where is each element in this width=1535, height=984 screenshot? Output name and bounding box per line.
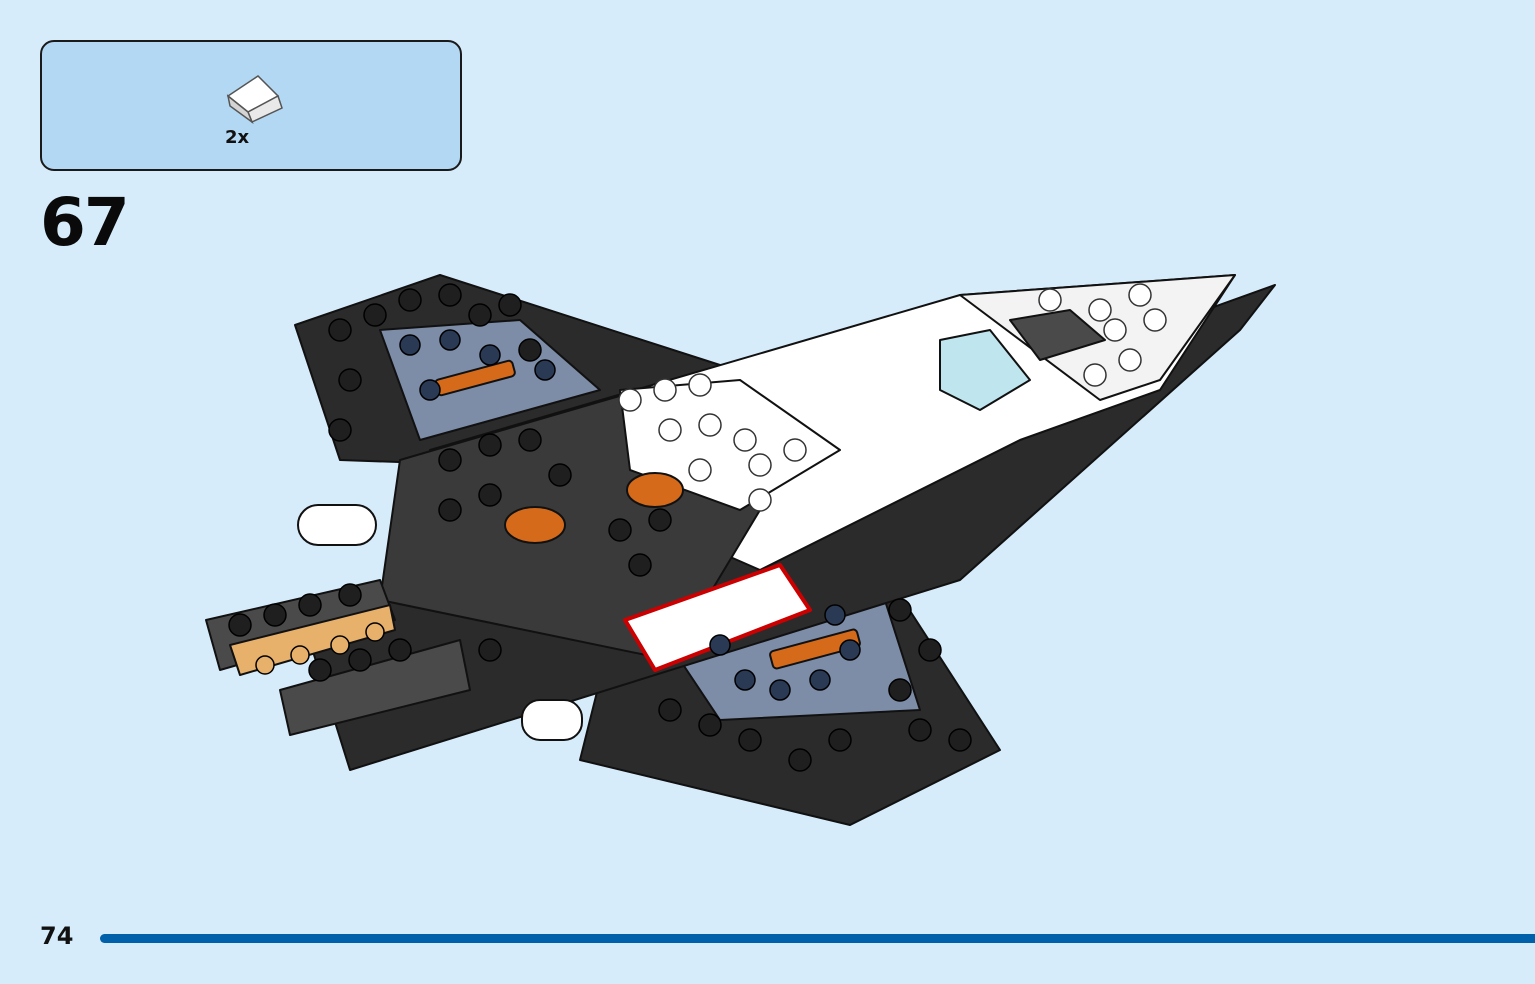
engine-nozzle-upper [229,604,396,676]
slope-brick-icon [226,75,283,124]
orange-pipe-lower [769,628,861,670]
orange-dome-left [504,506,566,544]
spaceship-model-illustration [205,274,1276,826]
cockpit-frame [1009,309,1106,361]
side-tile-lower [521,699,583,741]
step-number: 67 [40,184,130,261]
page-footer-rule [100,934,1535,943]
page-number: 74 [40,922,74,950]
cockpit-canopy [939,329,1031,411]
parts-callout-box: 2x [40,40,462,171]
new-slope-pieces [623,563,812,672]
part-quantity: 2x [225,127,250,148]
orange-dome-right [626,472,684,508]
side-tile-upper [297,504,377,546]
